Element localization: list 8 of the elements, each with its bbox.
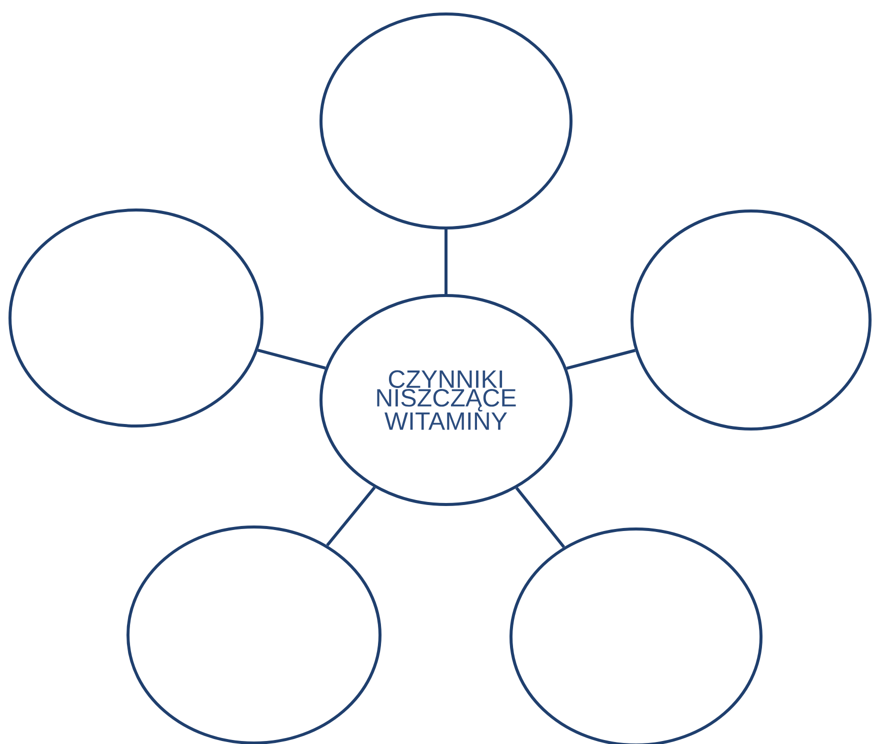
connector-line [444, 230, 448, 294]
blank-ellipse [8, 208, 264, 428]
blank-ellipse [630, 210, 872, 430]
connector-line [566, 348, 636, 370]
connector-line [326, 486, 376, 546]
connector-line [257, 348, 326, 370]
connector-line [515, 487, 566, 548]
blank-ellipse [320, 12, 572, 230]
